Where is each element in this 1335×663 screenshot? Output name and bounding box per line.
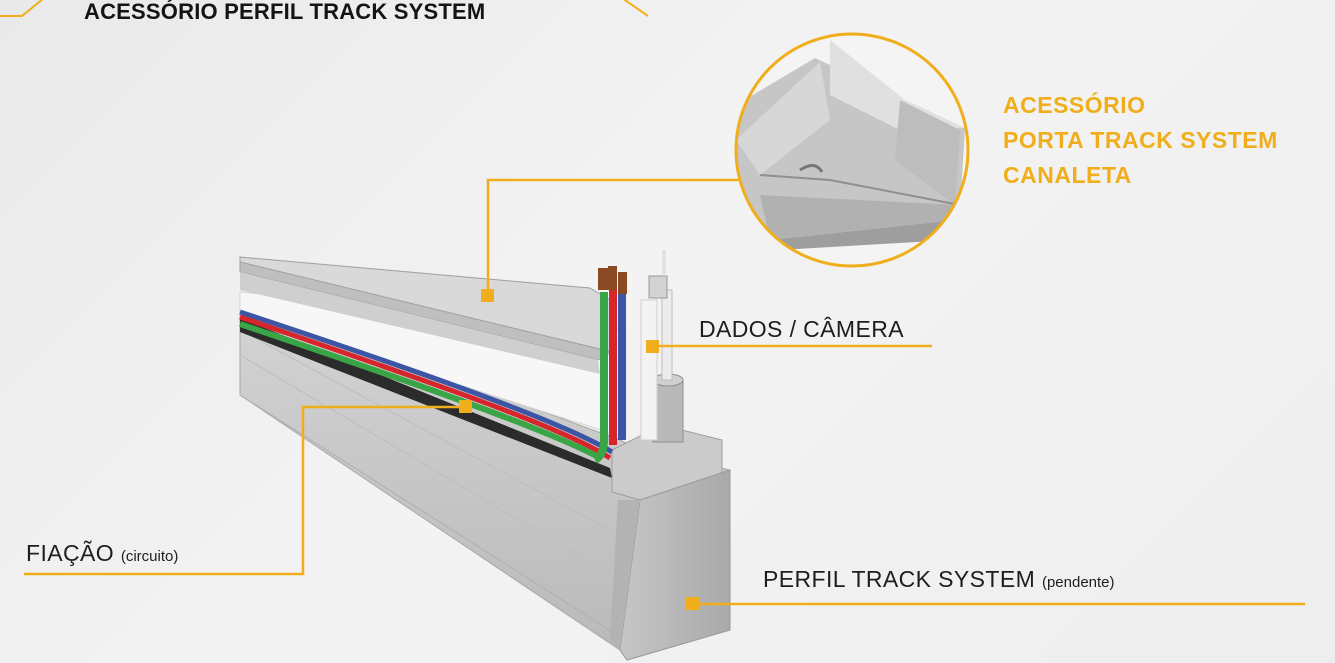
profile-text: PERFIL TRACK SYSTEM — [763, 566, 1036, 592]
accessory-line-1: ACESSÓRIO — [1003, 92, 1146, 118]
wiring-note: (circuito) — [120, 548, 179, 565]
profile-note: (pendente) — [1041, 574, 1115, 591]
data-camera-marker — [646, 340, 659, 353]
zoom-detail-circle — [734, 32, 970, 268]
wiring-text: FIAÇÃO — [26, 540, 115, 566]
wiring-label: FIAÇÃO (circuito) — [26, 542, 178, 565]
accessory-callout-label: ACESSÓRIO PORTA TRACK SYSTEM CANALETA — [1003, 88, 1278, 193]
profile-label: PERFIL TRACK SYSTEM (pendente) — [763, 568, 1115, 591]
accessory-line-2: PORTA TRACK SYSTEM — [1003, 127, 1278, 153]
page-title: ACESSÓRIO PERFIL TRACK SYSTEM — [84, 0, 486, 24]
accessory-line-3: CANALETA — [1003, 162, 1132, 188]
data-camera-label: DADOS / CÂMERA — [699, 318, 904, 341]
data-camera-text: DADOS / CÂMERA — [699, 316, 904, 342]
leader-lines — [24, 178, 1305, 610]
profile-marker — [686, 597, 699, 610]
accessory-marker — [481, 289, 494, 302]
wires — [239, 266, 627, 464]
profile-body — [239, 250, 731, 661]
wiring-marker — [459, 400, 472, 413]
header-bracket — [0, 0, 649, 17]
